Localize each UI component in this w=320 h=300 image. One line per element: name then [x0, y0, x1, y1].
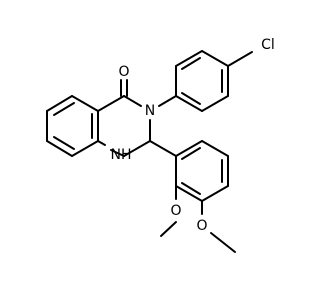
bond-inner [181, 182, 201, 195]
bond [201, 95, 229, 112]
bond [46, 95, 73, 112]
bond-chlorine [227, 51, 253, 67]
bond [175, 50, 203, 67]
dimethoxyphenyl-ring [175, 140, 229, 202]
bond-inner [181, 147, 201, 160]
bond [71, 95, 99, 112]
methoxy-groups [160, 185, 236, 253]
bond [201, 50, 229, 67]
structure-diagram: O N Cl NH O O [46, 37, 275, 253]
methoxy-oxygen-label-1: O [170, 203, 181, 219]
bond [123, 140, 151, 157]
bond-inner [181, 57, 201, 70]
bond [97, 140, 106, 146]
bond [175, 185, 203, 202]
bond [149, 140, 177, 157]
bond-inner [181, 92, 201, 105]
bond [158, 95, 177, 107]
amine-label: NH [111, 147, 132, 163]
bond [110, 149, 125, 157]
bond [201, 185, 229, 202]
bond-inner [53, 136, 75, 150]
bond [210, 232, 236, 253]
ring-nitrogen-label: N [145, 103, 155, 119]
chlorine-label: Cl [261, 37, 275, 53]
bond [97, 95, 125, 112]
bond [175, 140, 203, 157]
methoxy-oxygen-label-2: O [196, 218, 207, 234]
bond [123, 95, 142, 107]
bond-inner [53, 102, 75, 116]
bond [175, 95, 203, 112]
quinazolinone-ring [97, 79, 151, 157]
bond [201, 140, 229, 157]
bond [71, 140, 99, 157]
bond [160, 221, 177, 237]
bond [46, 140, 73, 157]
molecule-canvas: O N Cl NH O O [46, 37, 275, 253]
carbonyl-oxygen-label: O [118, 64, 129, 80]
chlorophenyl-ring [175, 50, 253, 112]
benzo-ring [46, 95, 99, 157]
